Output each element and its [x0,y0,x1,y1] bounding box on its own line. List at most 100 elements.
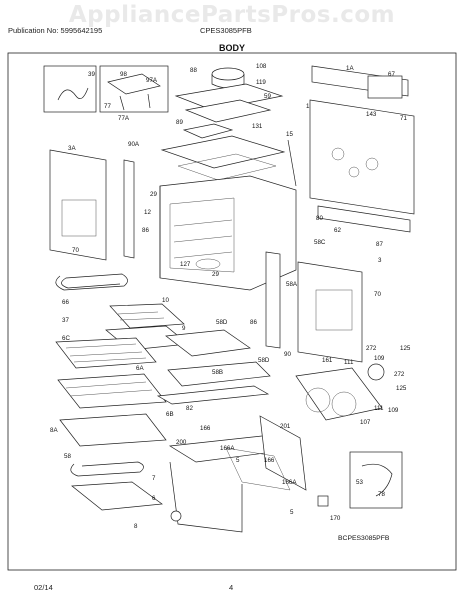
label-166b: 166 [264,457,275,464]
label-6a: 6A [136,365,144,372]
label-89: 89 [176,119,183,126]
label-166a: 166A [220,445,235,452]
page-title: BODY [218,43,245,53]
label-166a2: 166A [282,479,297,486]
label-109: 109 [374,355,385,362]
part-90a-trim [123,159,135,259]
label-127: 127 [180,261,191,268]
label-15: 15 [286,131,293,138]
label-88: 88 [190,67,197,74]
label-53: 53 [356,479,363,486]
label-5b: 5 [290,509,294,516]
part-6c-rack [55,337,157,369]
part-119-plate [174,83,284,111]
publication-number: Publication No: 5995642195 [8,26,103,35]
part-62-rail [317,205,411,233]
part-10-pan-insert [109,303,185,329]
label-58c: 58C [314,239,326,246]
label-67: 67 [388,71,395,78]
label-131: 131 [252,123,263,130]
part-98-box [99,65,169,113]
label-125b: 125 [396,385,407,392]
part-8a-element [70,461,144,477]
label-200: 200 [176,439,187,446]
label-272b: 272 [394,371,405,378]
label-86b: 86 [250,319,257,326]
part-131-top-panel [160,135,286,169]
model-number: CPES3085PFB [200,26,252,35]
label-8: 8 [134,523,138,530]
label-6c: 6C [62,335,70,342]
label-59: 59 [264,93,271,100]
label-90a: 90A [128,141,140,148]
part-70-insulation [61,199,97,237]
label-66: 66 [62,299,69,306]
label-78: 78 [378,491,385,498]
label-82: 82 [186,405,193,412]
label-98: 98 [120,71,127,78]
label-70: 70 [72,247,79,254]
label-143: 143 [366,111,377,118]
label-6b: 6B [166,411,174,418]
label-111: 111 [344,359,354,366]
part-66-bake-element [55,273,128,291]
label-77a: 77A [118,115,130,122]
part-108-motor [211,67,245,81]
label-39: 39 [88,71,95,78]
page-number: 4 [229,583,234,592]
part-58b-drawer [167,361,271,387]
label-97a: 97A [146,77,158,84]
part-82-rail [156,385,270,405]
label-7: 7 [152,475,156,482]
label-201: 201 [280,423,291,430]
label-87: 87 [376,241,383,248]
label-125: 125 [400,345,411,352]
part-39-cord [57,87,89,101]
part-7-panel [71,481,163,511]
label-86: 86 [142,227,149,234]
label-8a: 8A [50,427,58,434]
part-53-wire [361,463,393,497]
label-3: 3 [378,257,382,264]
label-29: 29 [150,191,157,198]
watermark-logo: AppliancePartsPros.com [68,2,396,28]
part-201-side [259,415,307,491]
label-58: 58 [64,453,71,460]
label-90: 90 [284,351,291,358]
diagram-code: BCPES3085PFB [338,535,390,542]
label-272: 272 [366,345,377,352]
part-58d-drawer-front [165,329,251,357]
part-39-box [43,65,97,113]
part-3-side-panel [297,261,363,363]
label-58d2: 58D [258,357,270,364]
label-58a: 58A [286,281,298,288]
part-107-fan-cover [295,367,383,421]
label-62: 62 [334,227,341,234]
label-166: 166 [200,425,211,432]
label-170: 170 [330,515,341,522]
label-80: 80 [316,215,323,222]
label-6: 6 [152,495,156,502]
label-29b: 29 [212,271,219,278]
label-111b: 111 [374,405,384,412]
part-125-fan-motor [367,363,385,381]
label-58d: 58D [216,319,228,326]
label-9: 9 [182,325,186,332]
part-53-box [349,451,403,509]
label-77: 77 [104,103,111,110]
label-5: 5 [236,457,240,464]
label-161: 161 [322,357,333,364]
footer-date: 02/14 [34,583,53,592]
part-59-insulation [184,99,272,123]
part-5-leg [170,510,182,522]
label-107: 107 [360,419,371,426]
part-127-light [195,258,221,270]
part-89-bracket [182,123,234,139]
label-37: 37 [62,317,69,324]
label-1: 1 [306,103,310,110]
diagram-frame [7,52,457,571]
part-6b-rack [59,413,167,447]
label-58b: 58B [212,369,223,376]
part-1-back-panel [309,99,415,215]
